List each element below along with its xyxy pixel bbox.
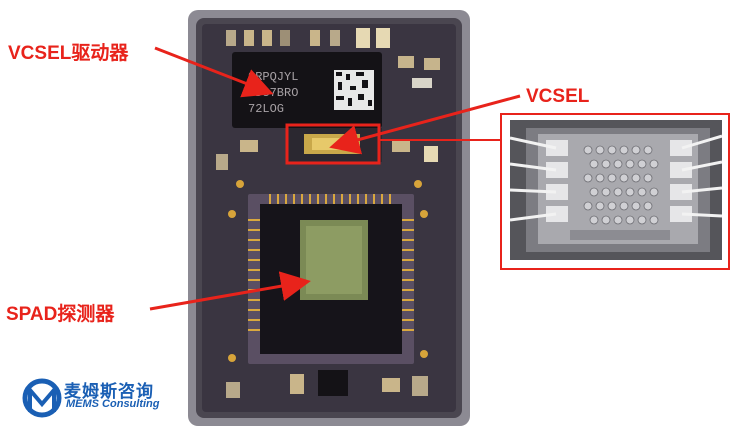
label-spad-detector: SPAD探测器 — [6, 304, 115, 325]
chip-marking-2: CD37BRO — [248, 86, 298, 100]
top-passive-components — [226, 28, 390, 48]
logo-m-icon — [22, 378, 62, 418]
vcsel-micrograph — [510, 120, 722, 260]
label-vcsel-driver: VCSEL驱动器 — [8, 43, 129, 64]
logo-english-name: MEMS Consulting — [66, 398, 160, 410]
gold-pads — [228, 180, 428, 362]
vcsel-wire-bonds — [510, 134, 722, 222]
logo-chinese-name: 麦姆斯咨询 — [64, 382, 154, 402]
mems-consulting-logo: 麦姆斯咨询 MEMS Consulting — [22, 374, 192, 424]
chip-marking-1: 9RPQJYL — [248, 70, 298, 84]
spad-detector-package — [248, 194, 414, 364]
chip-module-photo: 9RPQJYL CD37BRO 72LOG — [188, 10, 470, 426]
vcsel-electrode-pads — [546, 140, 692, 222]
chip-marking-3: 72LOG — [248, 102, 284, 116]
vcsel-emitter-array — [583, 145, 659, 225]
label-vcsel: VCSEL — [526, 86, 590, 107]
vcsel-die — [286, 128, 382, 162]
vcsel-driver-ic: 9RPQJYL CD37BRO 72LOG — [232, 52, 382, 128]
